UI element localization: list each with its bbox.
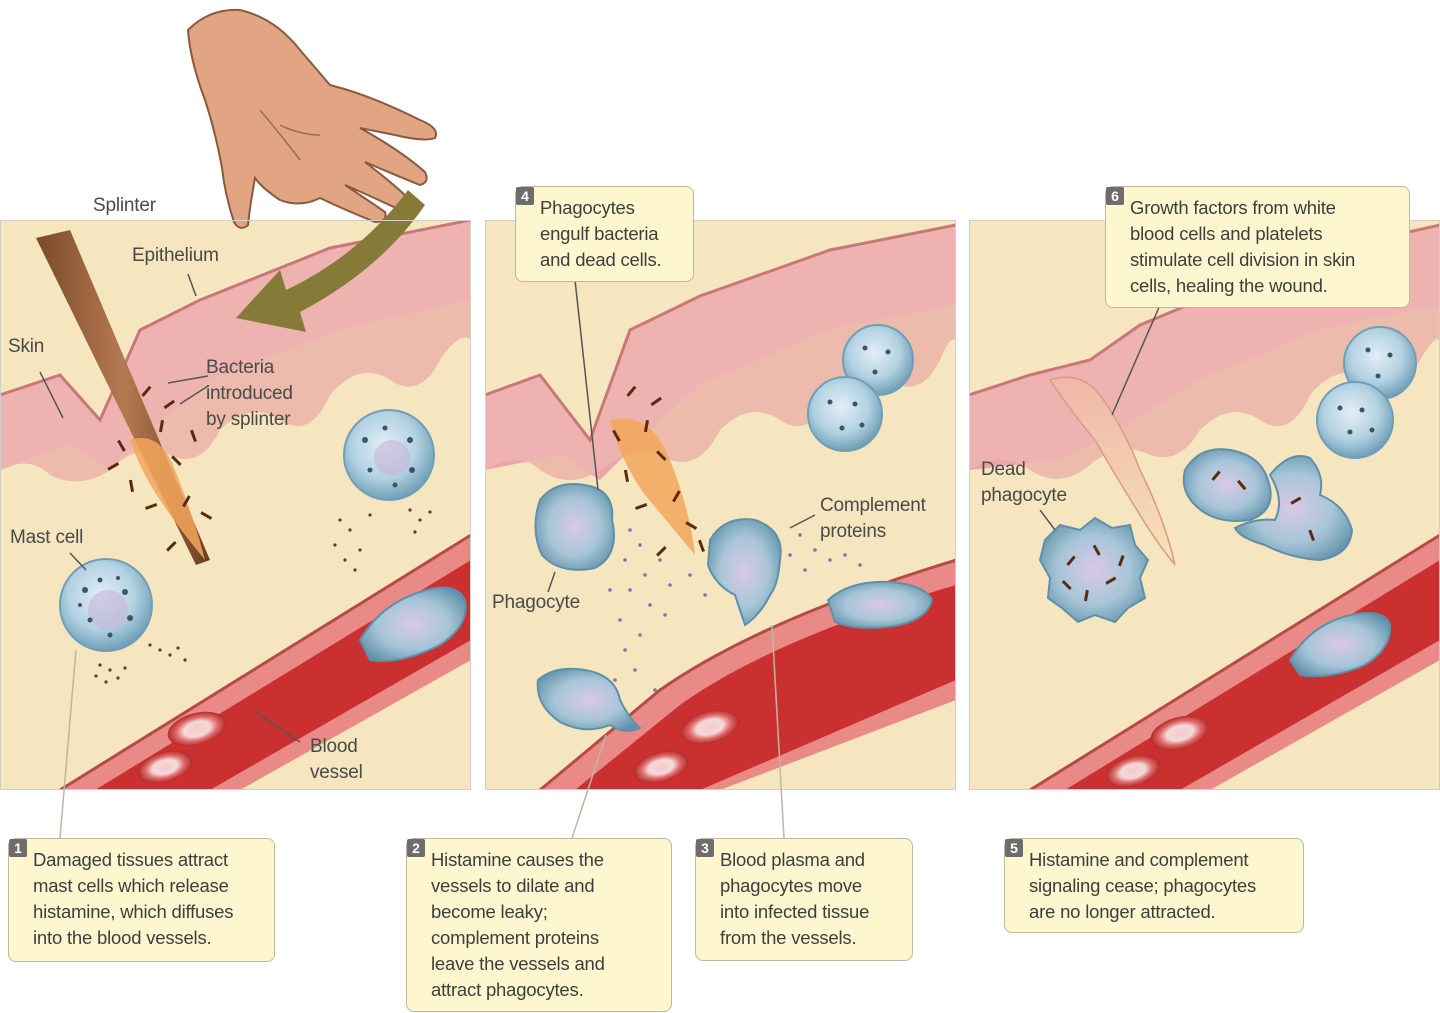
motion-arrow: [236, 190, 425, 332]
white-blood-cell: [842, 324, 914, 396]
step-number: 4: [516, 187, 534, 205]
healing-wound: [1048, 376, 1176, 566]
white-blood-cell: [358, 586, 467, 662]
step-6-callout: 6 Growth factors from white blood cells …: [1105, 186, 1410, 308]
complement-proteins-dots: [598, 518, 862, 692]
label-bacteria: Bacteria introduced by splinter: [206, 357, 293, 430]
step-text: Damaged tissues attract mast cells which…: [33, 849, 234, 948]
step-number: 2: [407, 839, 425, 857]
step-number: 6: [1106, 187, 1124, 205]
label-splinter: Splinter: [93, 195, 156, 216]
step-text: Growth factors from white blood cells an…: [1130, 197, 1356, 296]
step-4-callout: 4 Phagocytes engulf bacteria and dead ce…: [515, 186, 694, 282]
label-phagocyte: Phagocyte: [492, 592, 580, 613]
phagocyte-cell: [1182, 448, 1272, 522]
red-blood-cell: [680, 709, 740, 745]
panel-2: [485, 220, 956, 790]
skin-layer: [485, 225, 956, 480]
step-number: 5: [1005, 839, 1023, 857]
hand: [186, 8, 437, 229]
phagocyte-cell: [534, 483, 615, 571]
red-blood-cell: [167, 711, 227, 747]
red-blood-cell: [137, 750, 193, 784]
step-1-callout: 1 Damaged tissues attract mast cells whi…: [8, 838, 275, 962]
white-blood-cell: [807, 376, 883, 452]
label-skin: Skin: [8, 336, 45, 357]
skin-layer: [0, 220, 471, 470]
panel-1: [0, 220, 471, 790]
red-blood-cell: [633, 750, 689, 784]
label-dead-phagocyte: Dead phagocyte: [981, 459, 1067, 506]
red-blood-cell: [1105, 754, 1161, 788]
label-epithelium: Epithelium: [132, 245, 219, 266]
phagocyte-cell: [536, 667, 642, 732]
label-blood-vessel: Blood vessel: [310, 736, 363, 783]
label-mast-cell: Mast cell: [10, 527, 84, 548]
phagocyte-cell: [706, 518, 782, 627]
bacteria-cluster: [107, 385, 213, 552]
step-number: 1: [9, 839, 27, 857]
dead-phagocyte-cell: [1038, 516, 1150, 624]
phagocyte-cell: [826, 580, 934, 629]
step-number: 3: [696, 839, 714, 857]
red-blood-cell: [1150, 715, 1210, 751]
step-text: Phagocytes engulf bacteria and dead cell…: [540, 197, 662, 270]
white-blood-cell: [1288, 612, 1392, 678]
step-text: Histamine and complement signaling cease…: [1029, 849, 1257, 922]
step-3-callout: 3 Blood plasma and phagocytes move into …: [695, 838, 913, 961]
step-text: Histamine causes the vessels to dilate a…: [431, 849, 605, 1000]
white-blood-cell: [1316, 381, 1394, 459]
histamine: [94, 643, 187, 684]
phagocyte-cell: [1233, 455, 1354, 562]
step-text: Blood plasma and phagocytes move into in…: [720, 849, 870, 948]
step-5-callout: 5 Histamine and complement signaling cea…: [1004, 838, 1304, 933]
label-complement-proteins: Complement proteins: [820, 495, 926, 542]
step-2-callout: 2 Histamine causes the vessels to dilate…: [406, 838, 672, 1012]
